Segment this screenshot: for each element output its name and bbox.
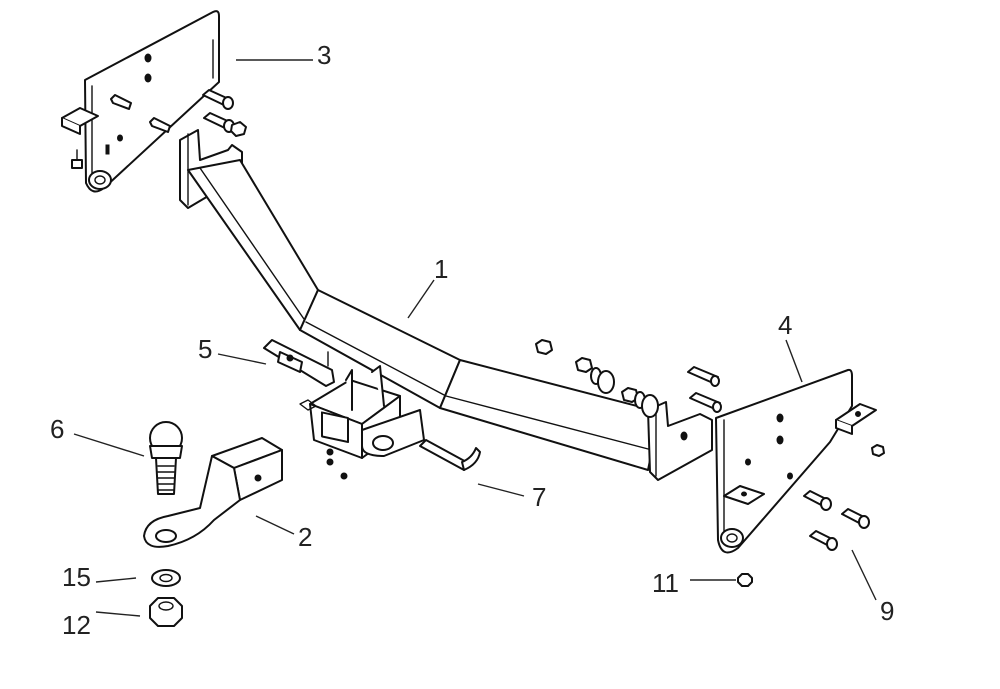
bolt-set-upper [202,89,247,137]
callout-11: 11 [652,568,679,598]
callout-12: 12 [62,610,91,640]
small-washers [299,399,348,480]
callout-15: 15 [62,562,91,592]
callout-4: 4 [778,310,792,340]
ball-mount [143,437,283,548]
bolts-right-end [687,366,722,413]
lock-washer [151,569,181,587]
callout-5: 5 [198,334,212,364]
callout-3: 3 [317,40,331,70]
callout-1: 1 [434,254,448,284]
leader-lines [73,59,877,617]
tow-ball [149,421,183,495]
right-bracket-plate [715,368,877,554]
wiring-bracket [263,339,335,387]
left-bracket-plate [61,10,220,193]
hitch-pin [419,439,481,471]
main-crossbar [179,129,713,481]
hex-nut [149,597,183,627]
callout-6: 6 [50,414,64,444]
bolt-set-lower [803,444,885,551]
callout-2: 2 [298,522,312,552]
callout-7: 7 [532,482,546,512]
callout-9: 9 [880,596,894,626]
small-nut [737,573,753,587]
fastener-stack [535,339,659,418]
